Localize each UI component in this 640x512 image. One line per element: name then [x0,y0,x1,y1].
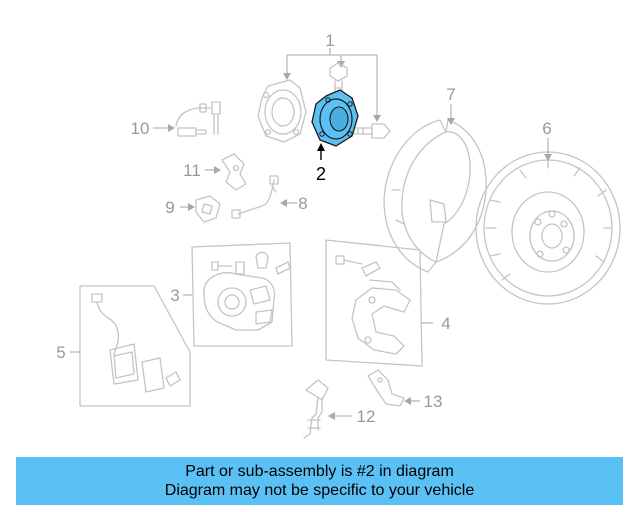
callout-9[interactable]: 9 [165,198,174,217]
caliper-box [191,242,293,347]
brake-pads-box [79,285,191,407]
carrier-box [325,239,423,367]
brake-dust-shield [383,119,487,273]
callout-10[interactable]: 10 [131,119,150,138]
hub-bolt-right [353,123,391,139]
callout-1[interactable]: 1 [325,31,334,50]
callout-3[interactable]: 3 [170,286,179,305]
callout-6-leader [544,138,552,161]
callout-5[interactable]: 5 [56,343,65,362]
callout-13-leader [404,397,420,405]
callout-2[interactable]: 2 [316,164,326,184]
brake-line [231,175,279,219]
info-banner: Part or sub-assembly is #2 in diagram Di… [16,457,623,505]
brake-rotor [475,151,621,305]
callout-8-leader [280,199,297,207]
callout-10-leader [153,124,175,132]
callout-7[interactable]: 7 [446,85,455,104]
callout-2-arrow [317,143,325,160]
brake-hose [175,101,221,137]
sensor-bracket [367,369,405,407]
callout-13[interactable]: 13 [424,392,443,411]
banner-line-1: Part or sub-assembly is #2 in diagram [185,463,454,480]
callout-7-leader [447,104,455,125]
callout-4[interactable]: 4 [441,314,450,333]
wheel-hub-highlighted[interactable] [311,89,359,147]
callout-12-leader [328,412,352,420]
callout-11[interactable]: 11 [183,161,201,180]
abs-sensor [303,379,329,439]
caliper-bracket-clip [195,195,221,223]
hose-bracket [221,153,247,191]
wheel-bearing [257,79,307,143]
parts-diagram: 1 2 [56,31,621,439]
callout-12[interactable]: 12 [357,407,376,426]
banner-line-2: Diagram may not be specific to your vehi… [164,482,475,499]
callout-11-leader [205,166,221,174]
callout-8[interactable]: 8 [298,194,307,213]
callout-6[interactable]: 6 [542,119,551,138]
callout-9-leader [180,203,195,211]
